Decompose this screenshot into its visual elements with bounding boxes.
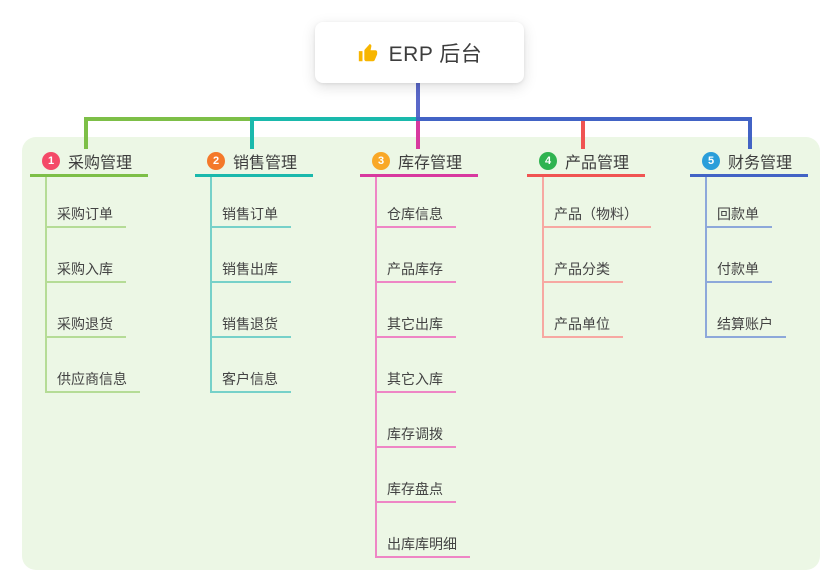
child-node[interactable]: 产品库存 — [375, 258, 456, 283]
child-label: 产品单位 — [554, 316, 610, 332]
child-label: 出库库明细 — [387, 536, 457, 552]
child-label: 其它出库 — [387, 316, 443, 332]
child-node[interactable]: 客户信息 — [210, 368, 291, 393]
branch-drop-line — [250, 117, 254, 149]
child-node[interactable]: 回款单 — [705, 203, 772, 228]
child-label: 采购入库 — [57, 261, 113, 277]
branch-number-badge: 5 — [702, 151, 720, 170]
branch-label: 销售管理 — [233, 154, 298, 172]
background-panel — [22, 137, 820, 570]
branch-drop-line — [581, 121, 585, 149]
thumbs-up-icon — [357, 42, 379, 64]
child-node[interactable]: 产品分类 — [542, 258, 623, 283]
branch-number-badge: 1 — [42, 151, 60, 170]
branch-header-4[interactable]: 4 产品管理 — [527, 147, 645, 177]
branch-drop-line — [416, 121, 420, 149]
child-label: 其它入库 — [387, 371, 443, 387]
child-node[interactable]: 仓库信息 — [375, 203, 456, 228]
child-node[interactable]: 付款单 — [705, 258, 772, 283]
child-node[interactable]: 结算账户 — [705, 313, 786, 338]
child-label: 回款单 — [717, 206, 759, 222]
branch-number-badge: 2 — [207, 151, 225, 170]
branch-header-2[interactable]: 2 销售管理 — [195, 147, 313, 177]
root-label: ERP 后台 — [388, 42, 483, 66]
child-label: 结算账户 — [717, 316, 773, 332]
child-label: 产品（物料） — [554, 206, 638, 222]
child-label: 供应商信息 — [57, 371, 127, 387]
branch-spine — [375, 177, 377, 558]
child-label: 销售订单 — [222, 206, 278, 222]
child-node[interactable]: 采购退货 — [45, 313, 126, 338]
child-node[interactable]: 采购订单 — [45, 203, 126, 228]
root-node[interactable]: ERP 后台 — [315, 22, 524, 83]
child-label: 客户信息 — [222, 371, 278, 387]
branch-label: 产品管理 — [565, 154, 630, 172]
child-label: 销售出库 — [222, 261, 278, 277]
child-node[interactable]: 库存盘点 — [375, 478, 456, 503]
child-label: 产品分类 — [554, 261, 610, 277]
child-node[interactable]: 其它出库 — [375, 313, 456, 338]
branch-drop-line — [84, 117, 88, 149]
child-node[interactable]: 产品单位 — [542, 313, 623, 338]
child-node[interactable]: 销售退货 — [210, 313, 291, 338]
child-label: 库存调拨 — [387, 426, 443, 442]
child-node[interactable]: 采购入库 — [45, 258, 126, 283]
child-label: 产品库存 — [387, 261, 443, 277]
child-label: 付款单 — [717, 261, 759, 277]
child-node[interactable]: 供应商信息 — [45, 368, 140, 393]
child-label: 仓库信息 — [387, 206, 443, 222]
branch-header-1[interactable]: 1 采购管理 — [30, 147, 148, 177]
branch-header-5[interactable]: 5 财务管理 — [690, 147, 808, 177]
branch-spine — [542, 177, 544, 338]
child-node[interactable]: 其它入库 — [375, 368, 456, 393]
branch-number-badge: 3 — [372, 151, 390, 170]
branch-spine — [45, 177, 47, 393]
connector-h-segment — [250, 117, 418, 121]
branch-spine — [705, 177, 707, 338]
connector-h-segment — [84, 117, 250, 121]
child-label: 采购退货 — [57, 316, 113, 332]
child-node[interactable]: 销售订单 — [210, 203, 291, 228]
child-node[interactable]: 出库库明细 — [375, 533, 470, 558]
child-node[interactable]: 产品（物料） — [542, 203, 651, 228]
branch-label: 采购管理 — [68, 154, 133, 172]
branch-label: 财务管理 — [728, 154, 793, 172]
child-label: 采购订单 — [57, 206, 113, 222]
child-node[interactable]: 库存调拨 — [375, 423, 456, 448]
root-stem — [416, 82, 420, 121]
connector-h-segment — [416, 117, 752, 121]
branch-header-3[interactable]: 3 库存管理 — [360, 147, 478, 177]
child-label: 销售退货 — [222, 316, 278, 332]
child-node[interactable]: 销售出库 — [210, 258, 291, 283]
child-label: 库存盘点 — [387, 481, 443, 497]
branch-label: 库存管理 — [398, 154, 463, 172]
branch-spine — [210, 177, 212, 393]
branch-drop-line — [748, 117, 752, 149]
branch-number-badge: 4 — [539, 151, 557, 170]
